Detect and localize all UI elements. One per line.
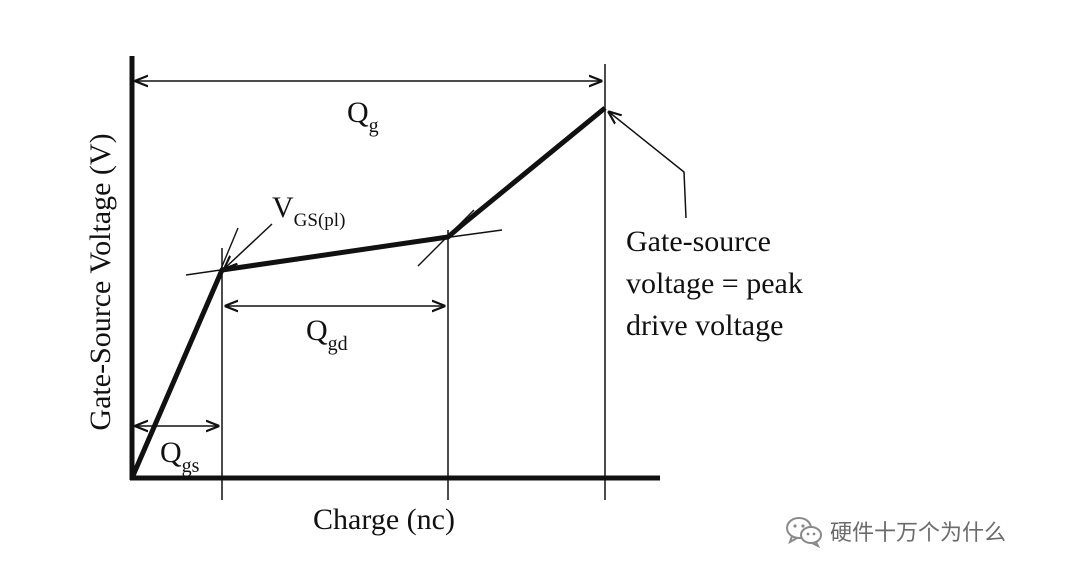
peak-leader-arrow	[609, 112, 687, 219]
wechat-icon	[786, 517, 822, 548]
vgs-pl-leader-arrow	[225, 223, 273, 268]
watermark-text: 硬件十万个为什么	[830, 521, 1007, 546]
x-axis-label: Charge (nc)	[313, 503, 455, 536]
qg-label: Qg	[347, 96, 379, 137]
vgs-pl-label: VGS(pl)	[272, 191, 345, 231]
watermark: 硬件十万个为什么	[784, 514, 1006, 548]
qgs-label: Qgs	[160, 436, 200, 477]
y-axis-label: Gate-Source Voltage (V)	[84, 133, 117, 430]
qgd-label: Qgd	[306, 314, 348, 355]
peak-annotation: Gate-source voltage = peak drive voltage	[626, 225, 810, 342]
gate-voltage-curve	[129, 106, 607, 479]
